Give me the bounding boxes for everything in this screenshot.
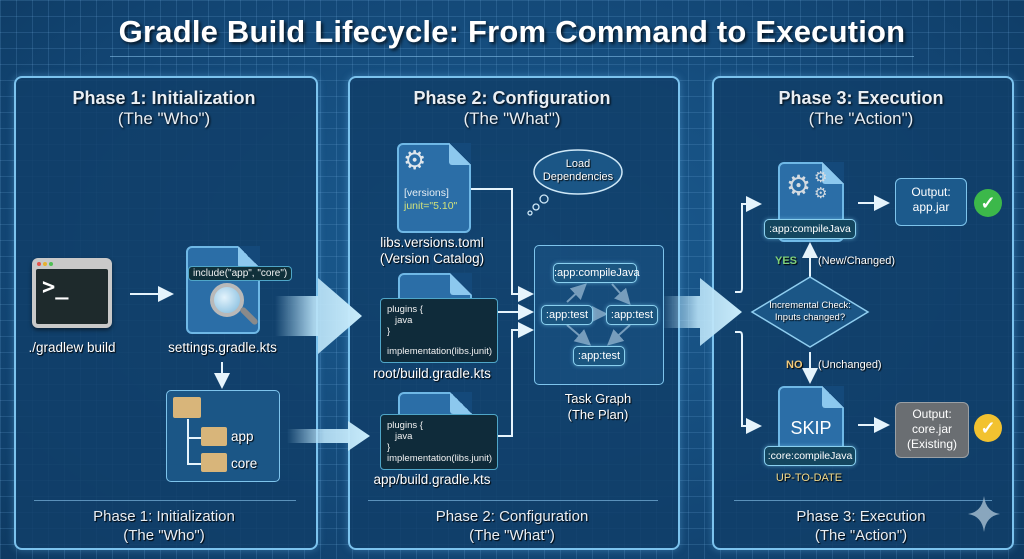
- task-graph-label: Task Graph (The Plan): [534, 391, 662, 423]
- app-folder-icon: [201, 427, 227, 446]
- warning-check-icon: ✓: [974, 414, 1002, 442]
- yes-label: YES: [775, 255, 798, 267]
- small-gear-icon: ⚙: [814, 185, 828, 202]
- app-build-label: app/build.gradle.kts: [373, 472, 491, 487]
- decision-text-2: Inputs changed?: [774, 312, 846, 323]
- terminal-icon: >_: [32, 258, 112, 328]
- code-line: java: [395, 431, 413, 442]
- output-core-line-3: (Existing): [906, 437, 957, 451]
- code-line: implementation(libs.junit): [387, 453, 493, 464]
- code-line: plugins {: [387, 304, 423, 315]
- cloud-text: Load Dependencies: [534, 158, 622, 184]
- connector-to-skip-task: [735, 331, 762, 434]
- phase-1-footer: Phase 1: Initialization (The "Who"): [14, 507, 314, 545]
- phase-2-footer-subtitle: (The "What"): [469, 527, 555, 544]
- yes-note: (New/Changed): [818, 255, 896, 267]
- skip-task-label: :core:compileJava: [764, 446, 856, 466]
- app-build-code: plugins { java } implementation(libs.jun…: [380, 414, 498, 470]
- cloud-text-1: Load: [565, 158, 591, 170]
- no-label: NO: [786, 359, 803, 371]
- catalog-label: libs.versions.toml (Version Catalog): [362, 235, 502, 267]
- catalog-label-2: (Version Catalog): [379, 251, 485, 266]
- folder-app: app: [231, 429, 254, 444]
- diagram-title: Gradle Build Lifecycle: From Command to …: [118, 14, 906, 49]
- phase-2-subtitle: (The "What"): [463, 109, 561, 128]
- phase-1-divider: [34, 500, 296, 501]
- phase-1-footer-subtitle: (The "Who"): [123, 527, 205, 544]
- task-node-test: :app:test: [573, 346, 625, 366]
- small-gear-icon: ⚙: [814, 169, 828, 186]
- root-build-code: plugins { java } implementation(libs.jun…: [380, 298, 498, 363]
- catalog-label-1: libs.versions.toml: [380, 235, 484, 250]
- phase-2-divider: [368, 500, 658, 501]
- code-line: }: [387, 326, 391, 337]
- root-folder-icon: [173, 397, 201, 418]
- title-underline: [110, 56, 914, 57]
- up-to-date-label: UP-TO-DATE: [775, 472, 843, 484]
- connector-app-to-graph: [497, 322, 534, 437]
- gear-icon: ⚙: [403, 145, 427, 175]
- phase-2-title: Phase 2: Configuration: [413, 88, 611, 108]
- core-folder-icon: [201, 453, 227, 472]
- big-arrow-phase1-to-phase2: [275, 278, 362, 354]
- output-core-line-1: Output:: [912, 407, 952, 421]
- phase-3-footer: Phase 3: Execution (The "Action"): [712, 507, 1010, 545]
- phase-3-footer-title: Phase 3: Execution: [796, 508, 926, 525]
- task-node-compile: :app:compileJava: [553, 263, 640, 283]
- root-build-label: root/build.gradle.kts: [373, 366, 491, 381]
- code-line: }: [387, 442, 391, 453]
- decision-text-1: Incremental Check:: [769, 300, 851, 311]
- phase-3-subtitle: (The "Action"): [808, 109, 914, 128]
- no-note: (Unchanged): [818, 359, 882, 371]
- code-blank-line: [387, 337, 491, 346]
- settings-code: include("app", "core"): [188, 266, 293, 281]
- output-app-line-1: Output:: [911, 185, 951, 199]
- output-app-line-2: app.jar: [912, 200, 950, 214]
- output-core-line-2: core.jar: [911, 422, 952, 436]
- phase-1-footer-title: Phase 1: Initialization: [93, 508, 235, 525]
- cloud-text-2: Dependencies: [542, 171, 614, 183]
- phase-1-subtitle: (The "Who"): [117, 109, 211, 128]
- folder-core: core: [231, 456, 258, 471]
- terminal-label: ./gradlew build: [28, 340, 116, 355]
- settings-label: settings.gradle.kts: [168, 340, 277, 355]
- magnifier-icon: [210, 283, 244, 317]
- terminal-prompt: >_: [42, 275, 69, 300]
- thought-cloud-icon: [527, 149, 623, 216]
- phase-1-title: Phase 1: Initialization: [72, 88, 256, 108]
- big-arrow-phase2-to-phase3: [662, 278, 742, 346]
- output-core-box: Output: core.jar (Existing): [895, 402, 969, 458]
- code-line: plugins {: [387, 420, 423, 431]
- task-graph-label-1: Task Graph: [564, 391, 632, 406]
- output-app-box: Output: app.jar: [895, 178, 967, 226]
- phase-3-divider: [734, 500, 992, 501]
- gears-icon: ⚙: [786, 170, 812, 201]
- code-line: implementation(libs.junit): [387, 346, 493, 357]
- phase-3-footer-subtitle: (The "Action"): [814, 527, 908, 544]
- phase-2-footer-title: Phase 2: Configuration: [435, 508, 589, 525]
- success-check-icon: ✓: [974, 189, 1002, 217]
- decision-diamond: [750, 276, 870, 348]
- project-tree: app core: [166, 390, 280, 482]
- task-graph-label-2: (The Plan): [567, 407, 629, 422]
- task-node-test: :app:test: [606, 305, 658, 325]
- run-task-label: :app:compileJava: [764, 219, 856, 239]
- connector-to-run-task: [735, 196, 762, 293]
- catalog-code-line-2: junit="5.10": [404, 200, 458, 212]
- connector-catalog-to-graph: [468, 188, 534, 302]
- catalog-code-line-1: [versions]: [404, 187, 449, 199]
- decision-text: Incremental Check: Inputs changed?: [758, 300, 862, 324]
- phase-2-footer: Phase 2: Configuration (The "What"): [348, 507, 676, 545]
- sparkle-icon: [968, 496, 1000, 532]
- skip-text: SKIP: [790, 418, 832, 438]
- task-node-test: :app:test: [541, 305, 593, 325]
- code-line: java: [395, 315, 413, 326]
- catalog-file-icon: ⚙ [versions] junit="5.10": [397, 143, 471, 233]
- phase-3-title: Phase 3: Execution: [778, 88, 944, 108]
- arrow-folders-to-app-build: [287, 421, 370, 451]
